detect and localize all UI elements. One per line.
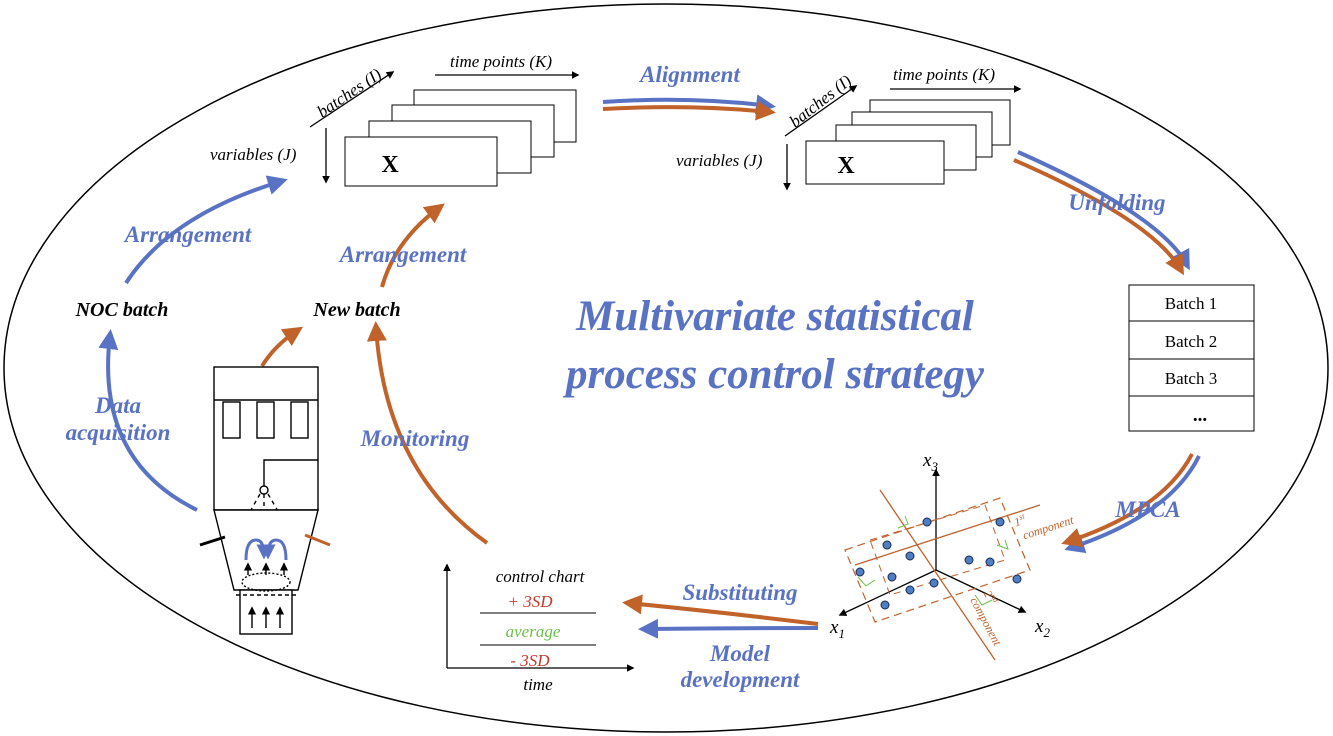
substituting-label: Substituting	[682, 580, 797, 605]
arrangement-left-label: Arrangement	[123, 222, 252, 247]
batch-table: Batch 1 Batch 2 Batch 3 ...	[1128, 284, 1255, 432]
monitoring-arrow	[366, 321, 489, 545]
title-line-1: Multivariate statistical	[575, 293, 974, 340]
control-chart-lower: - 3SD	[510, 651, 550, 670]
equipment-to-new-batch-arrow	[260, 326, 304, 368]
first-component-word: component	[1021, 513, 1076, 543]
granulator-equipment-icon	[199, 366, 331, 635]
cube-left-time-points: time points (K)	[450, 52, 552, 71]
cube-right: X variables (J) batches (I) time points …	[676, 65, 1022, 191]
control-chart-title: control chart	[496, 567, 586, 586]
mpca-arrow	[1061, 453, 1201, 554]
arrangement-left-arrow	[124, 175, 288, 285]
monitoring-label: Monitoring	[360, 426, 470, 451]
cube-right-matrix: X	[837, 153, 855, 179]
cube-left-batches: batches (I)	[314, 64, 386, 121]
cube-right-batches: batches (I)	[786, 71, 856, 131]
data-acquisition-arrow	[98, 329, 198, 512]
first-component-number: 1st	[1012, 511, 1028, 529]
new-batch-label: New batch	[312, 299, 400, 321]
cube-left-variables: variables (J)	[210, 145, 297, 164]
control-chart: control chart + 3SD average - 3SD time	[443, 563, 635, 694]
batch-row-ellipsis: ...	[1193, 405, 1207, 426]
data-acquisition-label-1: Data	[94, 393, 141, 418]
cube-right-variables: variables (J)	[676, 151, 763, 170]
axis-x1-label: x1	[829, 617, 845, 641]
alignment-label: Alignment	[638, 62, 740, 87]
control-chart-xlabel: time	[523, 675, 553, 694]
cube-left: X variables (J) batches (I) time points …	[210, 52, 580, 187]
unfolding-label: Unfolding	[1068, 190, 1165, 215]
title-line-2: process control strategy	[562, 351, 985, 398]
batch-row-2: Batch 2	[1165, 332, 1217, 351]
batch-row-1: Batch 1	[1165, 294, 1217, 313]
cube-right-time-points: time points (K)	[893, 65, 995, 84]
model-development-label-1: Model	[709, 641, 771, 666]
cube-left-matrix: X	[381, 152, 399, 178]
noc-batch-label: NOC batch	[75, 299, 169, 321]
mpca-label: MPCA	[1114, 497, 1180, 522]
model-development-arrow	[638, 618, 819, 639]
arrangement-mid-arrow	[380, 203, 445, 288]
unfolding-arrow	[1013, 150, 1190, 276]
model-development-label-2: development	[681, 667, 800, 692]
batch-row-3: Batch 3	[1165, 369, 1217, 388]
data-acquisition-label-2: acquisition	[66, 420, 171, 445]
axis-x3-label: x3	[922, 450, 938, 474]
alignment-arrow	[602, 94, 776, 121]
axis-x2-label: x2	[1034, 616, 1050, 640]
control-chart-average: average	[506, 622, 561, 641]
outer-ellipse	[3, 3, 1329, 733]
control-chart-upper: + 3SD	[508, 592, 554, 611]
arrangement-mid-label: Arrangement	[338, 242, 467, 267]
substituting-arrow	[622, 594, 819, 626]
pca-plot: x3 x1 x2 1st component 2nd component	[829, 450, 1076, 661]
